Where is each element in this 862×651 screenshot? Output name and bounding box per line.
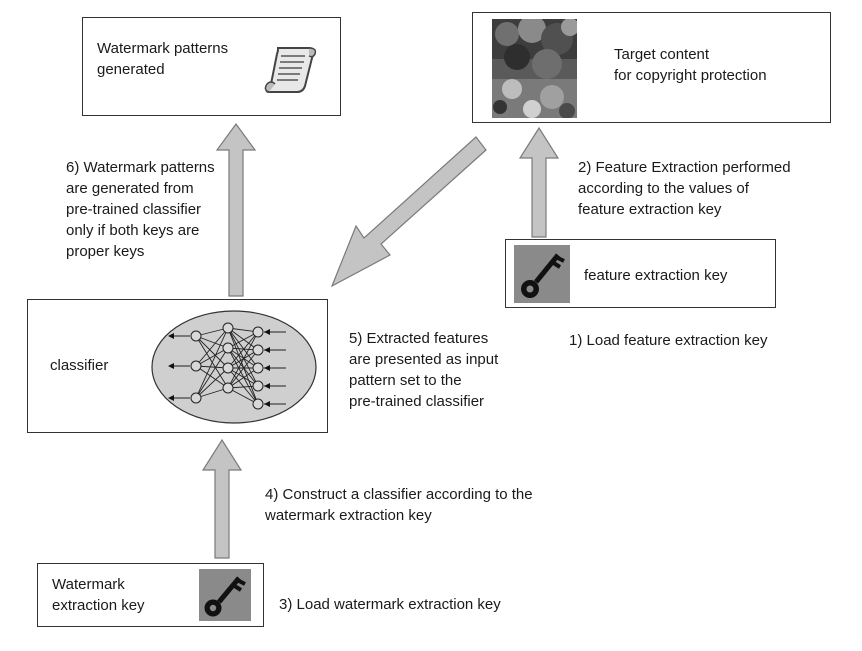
photo-thumbnail	[492, 19, 577, 118]
watermark-key-label: Watermark extraction key	[52, 576, 145, 614]
target-content-label: Target content for copyright protection	[614, 46, 767, 84]
key-icon	[199, 569, 251, 621]
key-icon	[514, 245, 570, 303]
classifier-box: classifier	[27, 299, 328, 433]
watermark-key-box: Watermark extraction key	[37, 563, 264, 627]
step-2-text: 2) Feature Extraction performed accordin…	[578, 159, 791, 218]
step-5-text: 5) Extracted features are presented as i…	[349, 330, 499, 410]
step-3-text: 3) Load watermark extraction key	[279, 596, 501, 613]
step-6-text: 6) Watermark patterns are generated from…	[66, 159, 215, 260]
arrow-wmkey-to-classifier	[201, 438, 243, 559]
classifier-label: classifier	[50, 357, 109, 374]
arrow-classifier-to-patterns	[215, 122, 257, 297]
neural-network-icon	[150, 308, 318, 431]
watermark-patterns-box: Watermark patterns generated	[82, 17, 341, 116]
arrow-target-to-classifier	[330, 136, 487, 288]
step-1-text: 1) Load feature extraction key	[569, 332, 768, 349]
feature-key-box: feature extraction key	[505, 239, 776, 308]
target-content-box: Target content for copyright protection	[472, 12, 831, 123]
feature-key-label: feature extraction key	[584, 267, 728, 284]
step-4-text: 4) Construct a classifier according to t…	[265, 486, 533, 524]
watermark-patterns-label: Watermark patterns generated	[97, 40, 229, 78]
scroll-icon	[263, 40, 319, 101]
arrow-featurekey-to-target	[518, 126, 560, 238]
